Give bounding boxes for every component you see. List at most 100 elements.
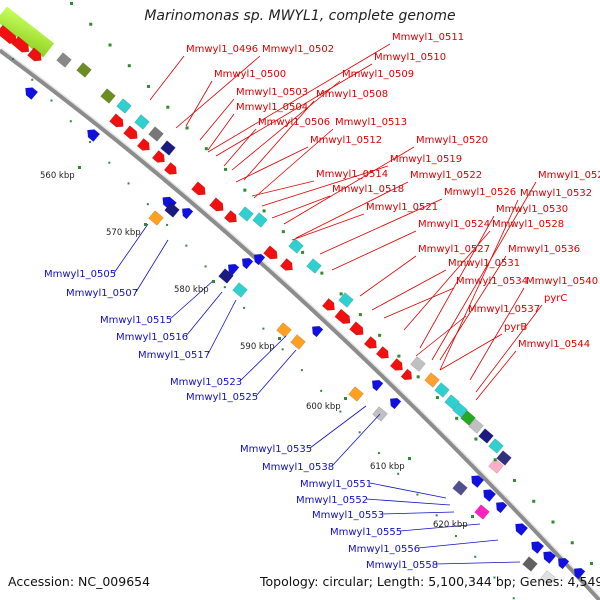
forward-label-leader [383,287,455,319]
forward-gene-label: Mmwyl1_0518 [332,184,404,195]
forward-gene-label: pyrC [544,293,567,304]
reverse-gene-label: Mmwyl1_0523 [170,377,242,388]
forward-gene-arrow [223,209,237,223]
reverse-gene-label: Mmwyl1_0515 [100,315,172,326]
reverse-label-leader [113,223,149,274]
tick-mark [344,397,347,400]
forward-label-leader [319,198,443,255]
reverse-gene-arrow [471,475,485,489]
reverse-gene-box [276,322,292,338]
forward-gene-label: Mmwyl1_0500 [214,69,286,80]
forward-gene-arrow [279,257,293,271]
reverse-gene-label: Mmwyl1_0551 [300,479,372,490]
forward-gene-box [338,292,354,308]
forward-gene-label: Mmwyl1_0527 [418,244,490,255]
forward-gene-arrow [349,321,364,336]
forward-label-leader [439,199,519,371]
forward-label-leader [243,100,315,181]
forward-label-leader [223,128,257,167]
tick-mark [144,223,147,226]
reverse-gene-arrow [311,325,324,338]
forward-gene-arrow [400,368,413,381]
forward-label-leader [199,98,235,141]
forward-label-leader [439,333,503,371]
reverse-label-leader [309,405,367,449]
forward-gene-label: Mmwyl1_0496 [186,44,258,55]
reverse-label-leader [135,239,169,293]
reverse-gene-arrow [253,253,266,266]
forward-gene-box [238,206,254,222]
forward-gene-arrow [11,36,30,53]
forward-gene-label: Mmwyl1_0520 [416,135,488,146]
tick-mark [408,457,411,460]
reverse-gene-arrow [25,87,39,101]
forward-label-leader [371,269,447,311]
forward-gene-label: Mmwyl1_0540 [526,276,598,287]
reverse-gene-label: Mmwyl1_0555 [330,527,402,538]
gc-skew-dots [12,2,593,600]
forward-gene-label: Mmwyl1_0529 [538,170,600,181]
reverse-gene-box [218,268,234,284]
reverse-label-leader [331,413,381,467]
forward-gene-box [424,372,440,388]
forward-label-leader [415,315,467,357]
reverse-gene-arrow [181,207,194,220]
forward-label-leader [331,230,417,271]
forward-label-leader [215,63,373,157]
reverse-gene-arrow [389,397,402,410]
forward-gene-label: Mmwyl1_0513 [335,117,407,128]
forward-label-leader [431,181,537,361]
reverse-gene-arrow [573,567,586,580]
forward-gene-arrow [363,335,377,349]
forward-gene-label: Mmwyl1_0508 [316,89,388,100]
kbp-tick-label: 610 kbp [370,462,405,472]
forward-gene-arrow [321,297,335,311]
forward-gene-arrow [151,149,165,163]
reverse-gene-box [232,282,248,298]
forward-gene-box [444,394,460,410]
forward-gene-label: Mmwyl1_0532 [520,188,592,199]
reverse-gene-arrow [371,379,384,392]
reverse-gene-arrow [531,541,545,555]
reverse-gene-label: Mmwyl1_0538 [262,462,334,473]
reverse-gene-box [290,334,306,350]
reverse-gene-arrow [515,523,529,537]
reverse-label-leader [369,482,447,499]
reverse-gene-arrow [241,257,254,270]
forward-gene-box [410,356,426,372]
reverse-gene-box [474,504,490,520]
reverse-gene-label: Mmwyl1_0552 [296,495,368,506]
reverse-label-leader [399,523,481,532]
forward-gene-box [460,410,476,426]
forward-gene-label: pyrB [504,322,527,333]
forward-label-leader [469,287,525,381]
forward-gene-box [160,140,176,156]
forward-label-leader [251,180,315,197]
forward-label-leader [439,255,507,361]
tick-mark [471,515,474,518]
reverse-gene-arrow [87,129,101,143]
reverse-gene-arrow [162,196,177,211]
forward-label-leader [295,181,409,239]
forward-gene-box [488,438,504,454]
forward-gene-label: Mmwyl1_0511 [392,32,464,43]
reverse-gene-box [540,570,556,586]
reverse-label-leader [239,335,287,382]
forward-label-leader [271,195,331,219]
forward-gene-box [306,258,322,274]
forward-label-leader [419,215,495,349]
reverse-gene-arrow [557,557,570,570]
forward-gene-arrow [109,113,124,128]
topology-text: Topology: circular; Length: 5,100,344 bp… [260,574,600,589]
forward-label-leader [475,350,517,401]
reverse-gene-arrow [483,489,497,503]
forward-gene-label: Mmwyl1_0504 [236,102,308,113]
forward-label-leader [149,55,185,101]
genome-backbone [0,47,600,600]
forward-gene-box [434,382,450,398]
forward-gene-label: Mmwyl1_0509 [342,69,414,80]
label-leaders [113,43,543,565]
reverse-gene-box [164,202,180,218]
forward-label-leader [207,113,235,151]
